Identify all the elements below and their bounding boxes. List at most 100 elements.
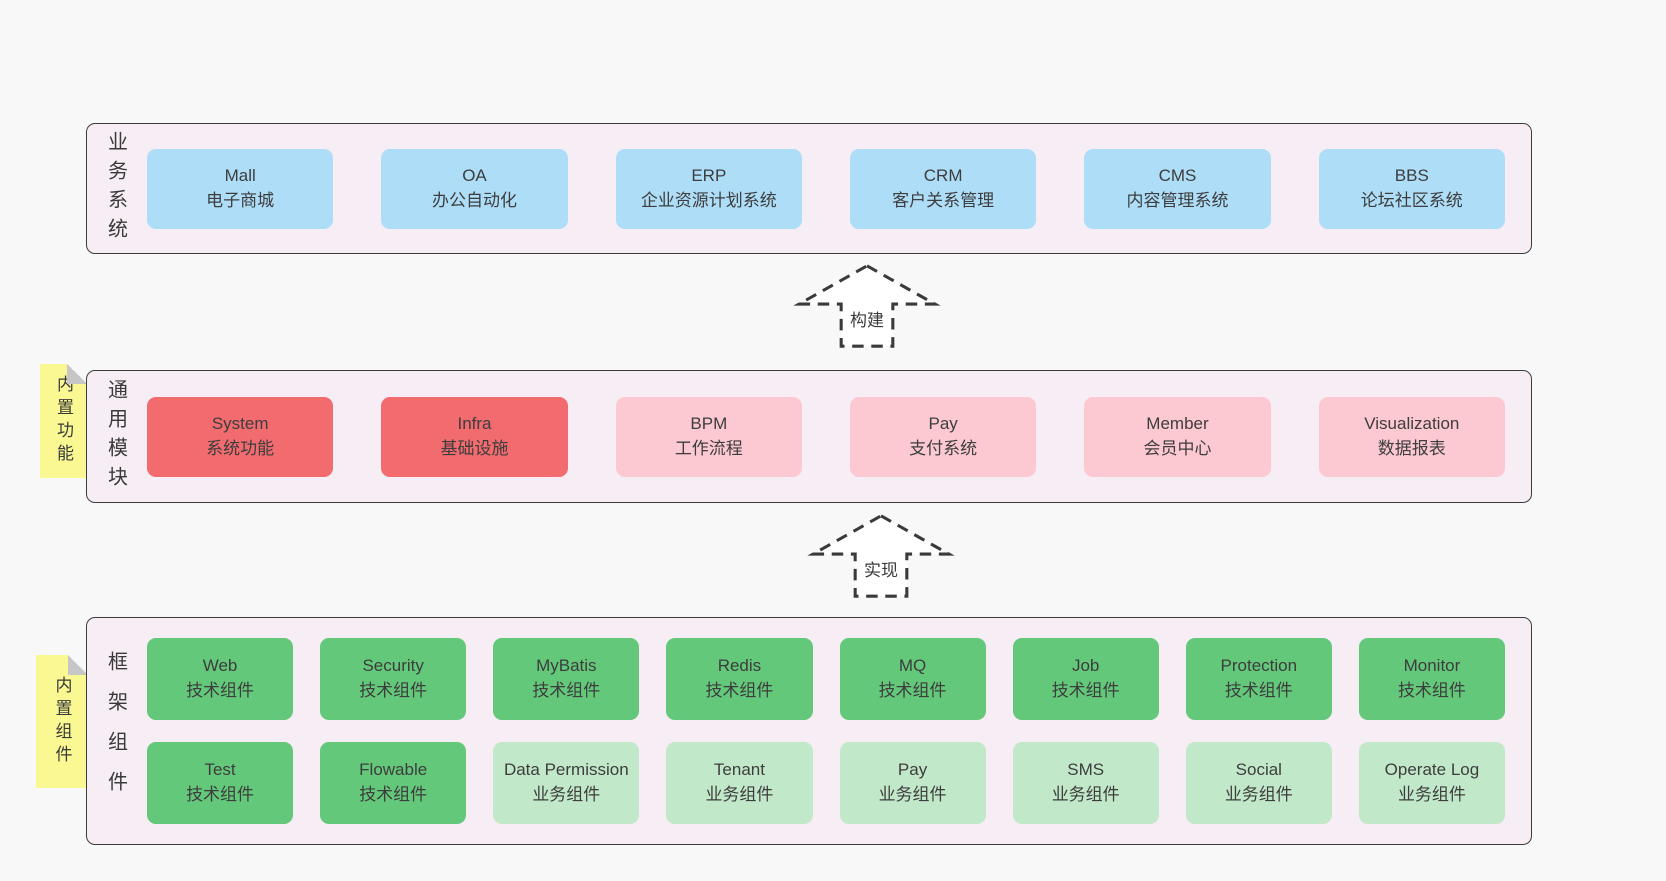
box-subtitle: 技术组件 xyxy=(1051,681,1120,700)
box-bbs: BBS 论坛社区系统 xyxy=(1318,148,1505,229)
sticky-note-built-in-components: 内置组件 xyxy=(36,655,88,788)
box-title: SMS xyxy=(1067,760,1105,780)
box-title: Web xyxy=(202,656,238,676)
box-title: CRM xyxy=(923,165,963,185)
box-title: Social xyxy=(1235,760,1282,780)
box-subtitle: 技术组件 xyxy=(1224,681,1293,700)
business-systems-layer: 业务系统 Mall 电子商城 OA 办公自动化 ERP 企业资源计划系统 CRM… xyxy=(86,123,1532,254)
box-subtitle: 支付系统 xyxy=(909,438,978,458)
layer-label-column: 通用模块 xyxy=(87,371,145,502)
box-test: Test 技术组件 xyxy=(147,742,294,824)
box-crm: CRM 客户关系管理 xyxy=(849,148,1037,229)
tech-components-row: Web 技术组件 Security 技术组件 MyBatis 技术组件 Redi… xyxy=(147,638,1505,720)
box-title: Job xyxy=(1071,656,1100,676)
box-protection: Protection 技术组件 xyxy=(1185,638,1332,720)
box-title: Flowable xyxy=(359,760,428,780)
box-mall: Mall 电子商城 xyxy=(147,148,334,229)
box-mybatis: MyBatis 技术组件 xyxy=(493,638,640,720)
framework-components-label: 框架组件 xyxy=(104,651,127,811)
box-title: ERP xyxy=(691,165,727,185)
note-label: 内置组件 xyxy=(52,675,72,768)
box-subtitle: 技术组件 xyxy=(359,785,428,804)
box-title: Mall xyxy=(224,165,256,185)
box-erp: ERP 企业资源计划系统 xyxy=(615,148,802,229)
box-security: Security 技术组件 xyxy=(320,638,467,720)
box-subtitle: 论坛社区系统 xyxy=(1360,190,1463,210)
box-subtitle: 技术组件 xyxy=(705,681,774,700)
box-subtitle: 业务组件 xyxy=(532,785,601,804)
note-fold-corner-icon xyxy=(67,364,87,384)
build-arrow-up-icon: 构建 xyxy=(792,262,942,350)
box-pay-biz: Pay 业务组件 xyxy=(839,742,986,824)
box-subtitle: 电子商城 xyxy=(206,190,275,210)
box-subtitle: 业务组件 xyxy=(705,785,774,804)
box-member: Member 会员中心 xyxy=(1084,396,1271,477)
box-subtitle: 业务组件 xyxy=(1051,785,1120,804)
business-systems-label: 业务系统 xyxy=(104,130,127,247)
box-infra: Infra 基础设施 xyxy=(381,396,568,477)
box-subtitle: 会员中心 xyxy=(1143,438,1212,458)
box-flowable: Flowable 技术组件 xyxy=(320,742,467,824)
box-title: Infra xyxy=(457,413,492,433)
box-bpm: BPM 工作流程 xyxy=(615,396,802,477)
box-subtitle: 工作流程 xyxy=(674,438,743,458)
box-subtitle: 基础设施 xyxy=(440,438,509,458)
box-subtitle: 业务组件 xyxy=(1224,785,1293,804)
box-subtitle: 办公自动化 xyxy=(431,190,517,210)
box-subtitle: 业务组件 xyxy=(1397,785,1466,804)
box-data-permission: Data Permission 业务组件 xyxy=(493,742,640,824)
box-system: System 系统功能 xyxy=(147,396,334,477)
build-arrow-label: 构建 xyxy=(850,311,884,330)
implement-arrow-label: 实现 xyxy=(864,561,898,580)
box-subtitle: 技术组件 xyxy=(359,681,428,700)
box-job: Job 技术组件 xyxy=(1012,638,1159,720)
box-title: System xyxy=(211,413,269,433)
note-label: 内置功能 xyxy=(54,375,73,467)
box-title: Operate Log xyxy=(1384,760,1480,780)
box-subtitle: 客户关系管理 xyxy=(892,190,995,210)
box-cms: CMS 内容管理系统 xyxy=(1084,148,1271,229)
box-oa: OA 办公自动化 xyxy=(381,148,568,229)
box-social: Social 业务组件 xyxy=(1185,742,1332,824)
framework-components-layer: 框架组件 Web 技术组件 Security 技术组件 MyBatis 技术组件… xyxy=(86,617,1532,845)
box-title: Monitor xyxy=(1403,656,1461,676)
box-title: Pay xyxy=(928,413,958,433)
box-subtitle: 技术组件 xyxy=(186,785,255,804)
box-tenant: Tenant 业务组件 xyxy=(666,742,813,824)
box-title: Redis xyxy=(717,656,762,676)
box-subtitle: 技术组件 xyxy=(878,681,947,700)
box-title: MyBatis xyxy=(536,656,597,676)
common-modules-label: 通用模块 xyxy=(104,378,127,495)
box-subtitle: 技术组件 xyxy=(186,681,255,700)
sticky-note-built-in-functions: 内置功能 xyxy=(40,364,87,478)
box-pay: Pay 支付系统 xyxy=(849,396,1037,477)
box-title: Pay xyxy=(897,760,928,780)
framework-components-rows: Web 技术组件 Security 技术组件 MyBatis 技术组件 Redi… xyxy=(145,618,1531,844)
box-subtitle: 系统功能 xyxy=(206,438,275,458)
box-title: MQ xyxy=(898,656,927,676)
box-visualization: Visualization 数据报表 xyxy=(1318,396,1505,477)
biz-components-row: Test 技术组件 Flowable 技术组件 Data Permission … xyxy=(147,742,1505,824)
box-monitor: Monitor 技术组件 xyxy=(1358,638,1505,720)
implement-arrow-up-icon: 实现 xyxy=(806,512,956,600)
box-redis: Redis 技术组件 xyxy=(666,638,813,720)
box-title: BPM xyxy=(690,413,728,433)
box-title: Protection xyxy=(1220,656,1298,676)
box-subtitle: 内容管理系统 xyxy=(1126,190,1229,210)
box-title: Security xyxy=(362,656,424,676)
box-title: Test xyxy=(204,760,236,780)
box-mq: MQ 技术组件 xyxy=(839,638,986,720)
box-title: Member xyxy=(1146,413,1209,433)
business-systems-boxes: Mall 电子商城 OA 办公自动化 ERP 企业资源计划系统 CRM 客户关系… xyxy=(145,124,1531,253)
common-modules-boxes: System 系统功能 Infra 基础设施 BPM 工作流程 Pay 支付系统… xyxy=(145,371,1531,502)
box-title: Tenant xyxy=(713,760,765,780)
box-subtitle: 业务组件 xyxy=(878,785,947,804)
box-subtitle: 企业资源计划系统 xyxy=(640,190,777,210)
box-title: Data Permission xyxy=(503,760,629,780)
box-title: OA xyxy=(462,165,487,185)
box-title: Visualization xyxy=(1364,413,1460,433)
box-subtitle: 数据报表 xyxy=(1377,438,1446,458)
box-title: CMS xyxy=(1158,165,1197,185)
common-modules-layer: 通用模块 System 系统功能 Infra 基础设施 BPM 工作流程 Pay… xyxy=(86,370,1532,503)
box-sms: SMS 业务组件 xyxy=(1012,742,1159,824)
